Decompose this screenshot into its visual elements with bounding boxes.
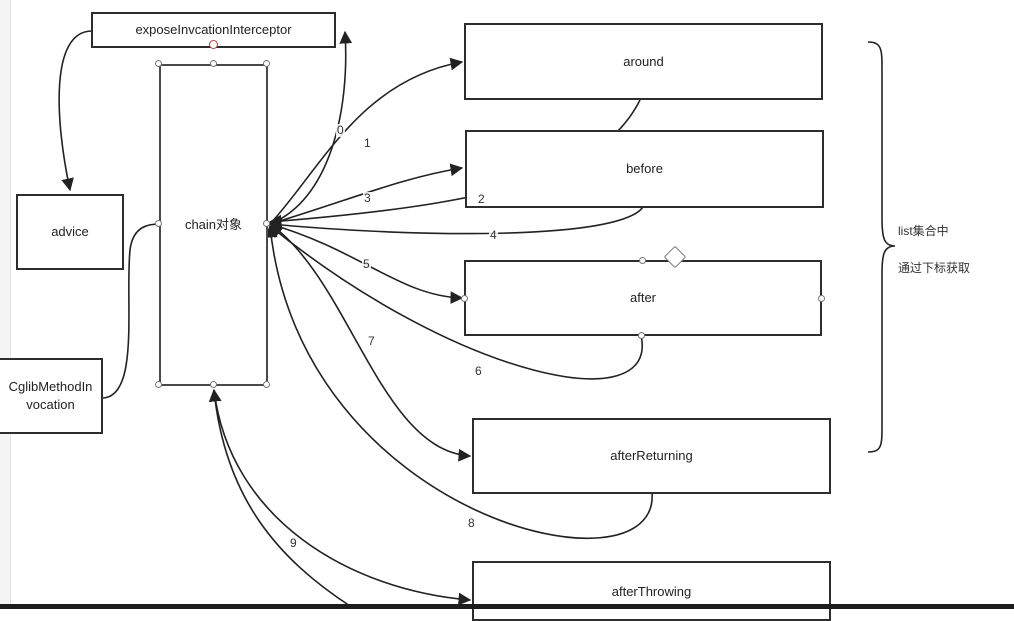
- left-panel-edge: [0, 0, 11, 609]
- node-advice-label: advice: [51, 224, 89, 239]
- edge-label-6: 6: [474, 364, 483, 378]
- rotate-handle[interactable]: [209, 40, 218, 49]
- edge-label-7: 7: [367, 334, 376, 348]
- node-after[interactable]: after: [464, 260, 822, 336]
- selection-handle-bl[interactable]: [155, 381, 162, 388]
- edge-expose-to-advice: [58, 30, 93, 192]
- edge-label-4: 4: [489, 228, 498, 242]
- selection-handle-tc[interactable]: [210, 60, 217, 67]
- selection-handle-tl[interactable]: [155, 60, 162, 67]
- edge-cglib-to-chain: [101, 223, 161, 399]
- node-expose-label: exposeInvcationInterceptor: [135, 22, 292, 37]
- node-before-label: before: [626, 161, 663, 176]
- edge-label-5: 5: [362, 257, 371, 271]
- selection-handle-bc[interactable]: [210, 381, 217, 388]
- annotation-list-collection: list集合中: [898, 224, 949, 238]
- node-after-returning[interactable]: afterReturning: [472, 418, 831, 494]
- node-advice[interactable]: advice: [16, 194, 124, 270]
- selection-handle-br[interactable]: [263, 381, 270, 388]
- edge-label-3: 3: [363, 191, 372, 205]
- node-after-throwing[interactable]: afterThrowing: [472, 561, 831, 621]
- node-cglib-label: CglibMethodInvocation: [8, 379, 93, 412]
- edge-afterthrowing-return: [208, 388, 351, 607]
- edge-5-chain-to-after: [269, 223, 464, 305]
- node-after-returning-label: afterReturning: [610, 448, 693, 463]
- edge-9-chain-to-afterthrowing: [213, 389, 472, 606]
- list-brace: [867, 41, 896, 453]
- edge-0-chain-to-expose: [269, 30, 353, 225]
- node-chain-object[interactable]: chain对象: [159, 64, 268, 386]
- node-chain-label: chain对象: [184, 217, 243, 232]
- selection-handle-tr[interactable]: [263, 60, 270, 67]
- node-after-throwing-label: afterThrowing: [611, 584, 692, 599]
- node-around[interactable]: around: [464, 23, 823, 100]
- after-connection-point-left[interactable]: [461, 295, 468, 302]
- edge-label-1: 1: [363, 136, 372, 150]
- edge-1-chain-to-around: [269, 57, 464, 225]
- selection-handle-ml[interactable]: [155, 220, 162, 227]
- edge-label-8: 8: [467, 516, 476, 530]
- node-cglib-method-invocation[interactable]: CglibMethodInvocation: [0, 358, 103, 434]
- edge-label-2: 2: [477, 192, 486, 206]
- edge-3-chain-to-before: [269, 163, 464, 225]
- edge-label-0: 0: [336, 123, 345, 137]
- after-connection-point-top[interactable]: [639, 257, 646, 264]
- annotation-by-index: 通过下标获取: [898, 261, 971, 275]
- node-before[interactable]: before: [465, 130, 824, 208]
- edge-label-9: 9: [289, 536, 298, 550]
- node-after-label: after: [629, 290, 656, 305]
- bottom-bar: [0, 604, 1014, 609]
- edge-4-before-to-chain: [268, 206, 644, 235]
- edge-8-afterreturning-to-chain: [264, 224, 653, 540]
- after-connection-point-right[interactable]: [818, 295, 825, 302]
- edge-7-chain-to-afterreturning: [269, 223, 472, 462]
- node-around-label: around: [623, 53, 664, 69]
- edge-6-after-to-chain: [269, 225, 644, 380]
- selection-handle-mr[interactable]: [263, 220, 270, 227]
- after-connection-point-bottom[interactable]: [638, 332, 645, 339]
